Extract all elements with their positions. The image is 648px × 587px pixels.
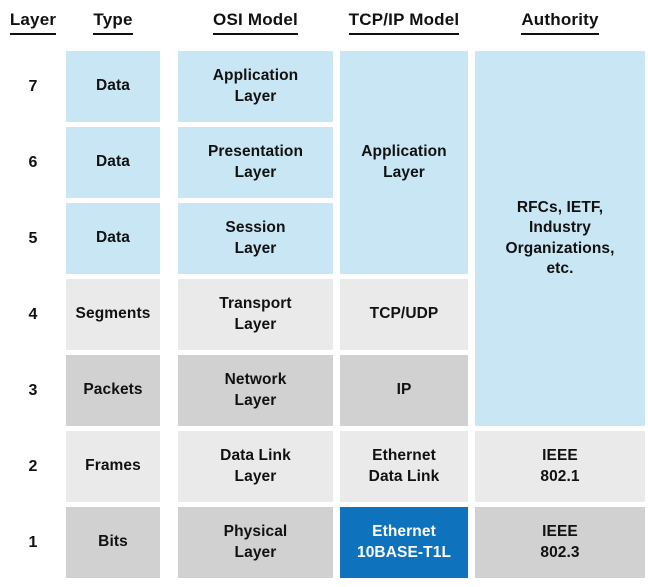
cell-tcpip-ethernet-datalink: Ethernet Data Link: [340, 431, 468, 502]
layer-table: Layer Type OSI Model TCP/IP Model Author…: [0, 6, 645, 578]
layer-number-2: 2: [28, 457, 38, 475]
cell-osi-physical: Physical Layer: [178, 507, 333, 578]
cell-tcpip-ethernet-10base-t1l-highlight: Ethernet 10BASE-T1L: [340, 507, 468, 578]
layer-number-4: 4: [28, 305, 38, 323]
cell-tcpip-ip: IP: [340, 355, 468, 426]
cell-type-layer1: Bits: [66, 507, 160, 578]
cell-authority-ieee-8023: IEEE 802.3: [475, 507, 645, 578]
layer-number-5: 5: [28, 229, 38, 247]
cell-type-layer3: Packets: [66, 355, 160, 426]
cell-osi-presentation: Presentation Layer: [178, 127, 333, 198]
cell-osi-transport: Transport Layer: [178, 279, 333, 350]
cell-type-layer4: Segments: [66, 279, 160, 350]
cell-type-layer2: Frames: [66, 431, 160, 502]
header-type: Type: [93, 6, 133, 35]
cell-osi-network: Network Layer: [178, 355, 333, 426]
layer-number-7: 7: [28, 77, 38, 95]
cell-authority-ieee-8021: IEEE 802.1: [475, 431, 645, 502]
cell-osi-session: Session Layer: [178, 203, 333, 274]
layer-number-6: 6: [28, 153, 38, 171]
header-authority: Authority: [521, 6, 599, 35]
cell-tcpip-application-merged: Application Layer: [340, 51, 468, 274]
layer-number-3: 3: [28, 381, 38, 399]
cell-osi-application: Application Layer: [178, 51, 333, 122]
header-osi-model: OSI Model: [213, 6, 298, 35]
cell-type-layer5: Data: [66, 203, 160, 274]
cell-tcpip-tcpudp: TCP/UDP: [340, 279, 468, 350]
layer-number-1: 1: [28, 533, 38, 551]
cell-type-layer6: Data: [66, 127, 160, 198]
header-tcpip-model: TCP/IP Model: [348, 6, 460, 35]
cell-osi-datalink: Data Link Layer: [178, 431, 333, 502]
cell-authority-rfcs-merged: RFCs, IETF, Industry Organizations, etc.: [475, 51, 645, 426]
cell-type-layer7: Data: [66, 51, 160, 122]
header-layer: Layer: [9, 6, 57, 35]
